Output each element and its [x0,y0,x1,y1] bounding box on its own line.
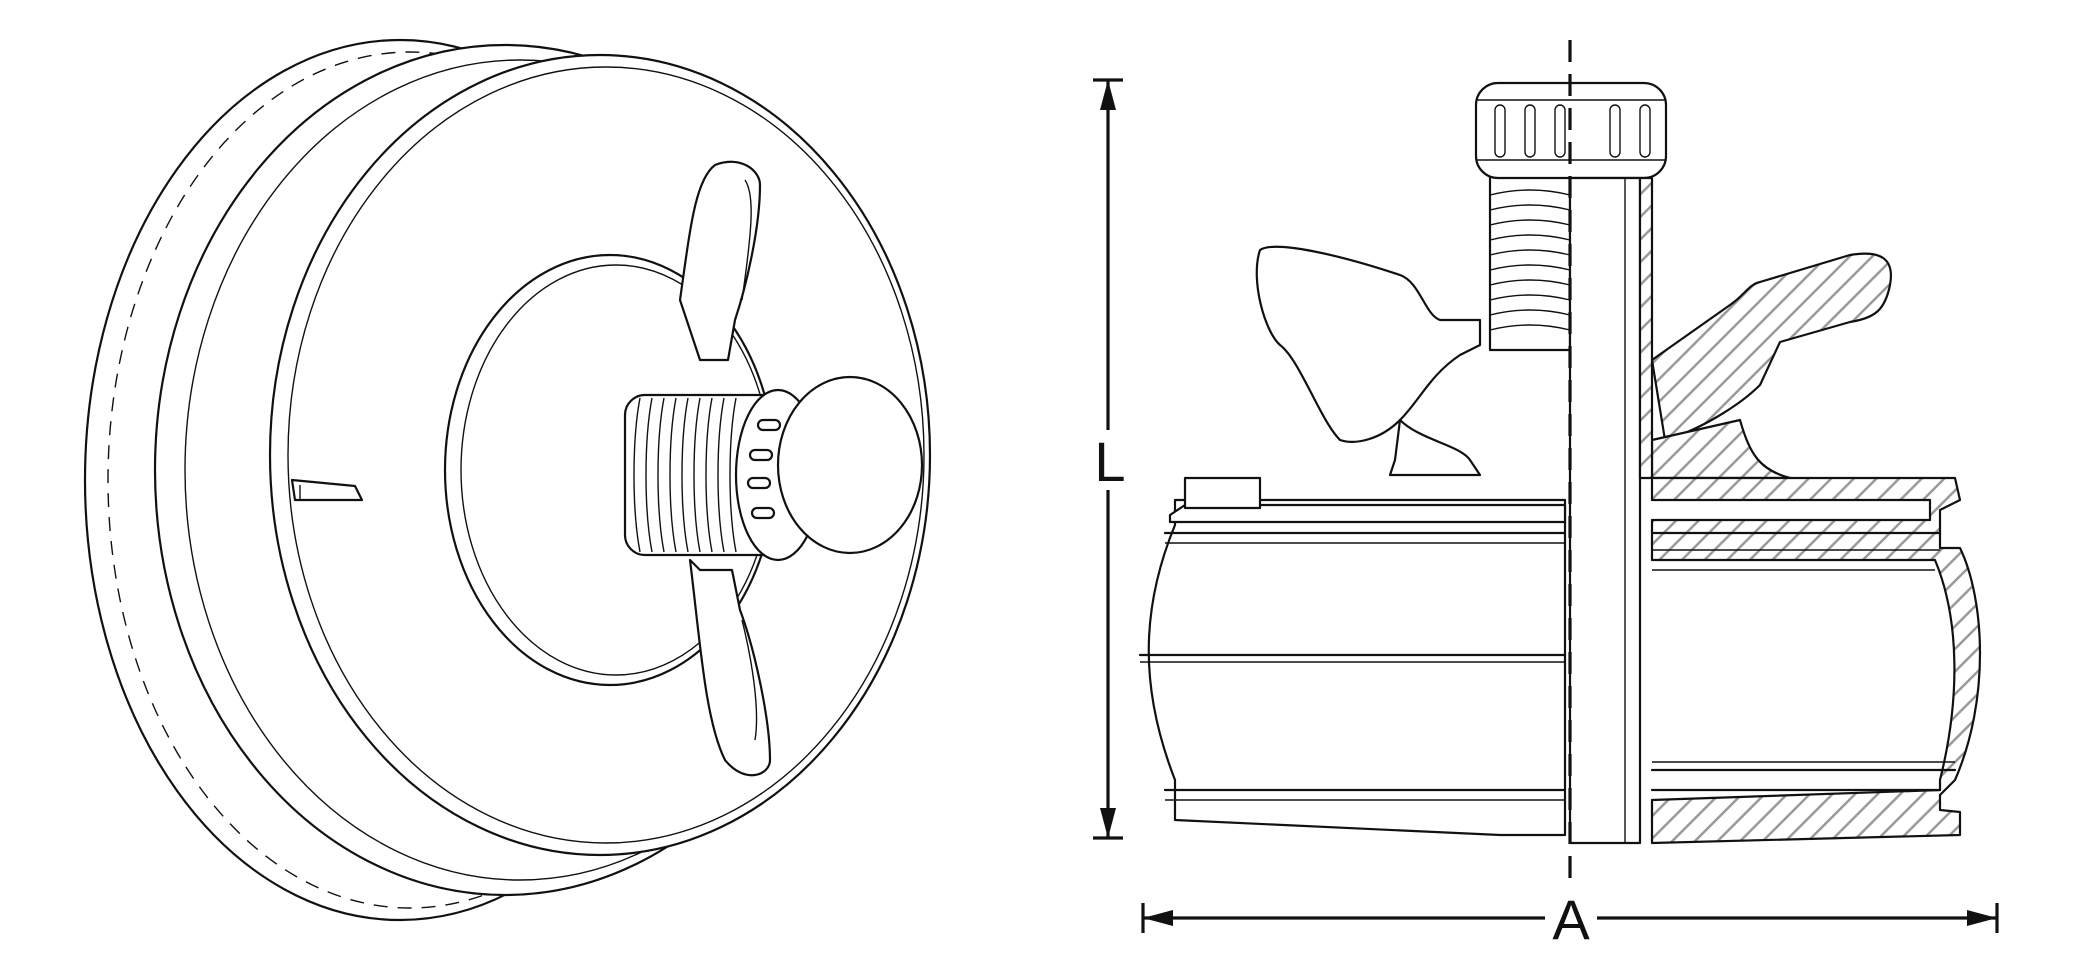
screw-threads [633,397,737,553]
hatched-body [1650,476,1982,845]
dimension-A: A [1141,888,1999,951]
left-wing [1255,245,1482,443]
dimension-diameter-label: A [1552,888,1590,951]
threaded-shaft [1488,173,1572,352]
dimension-length-label: L [1094,430,1125,493]
rubber-body [1147,498,1567,837]
slot-mark [290,478,364,502]
dimension-L: L [1092,78,1132,840]
lower-wing [688,558,772,777]
section-view [1138,40,1982,885]
perspective-view [83,38,932,922]
top-plate [1168,503,1567,524]
hatched-wing [1650,252,1893,442]
knurled-cap-face [776,375,924,555]
central-tube [1568,176,1642,845]
